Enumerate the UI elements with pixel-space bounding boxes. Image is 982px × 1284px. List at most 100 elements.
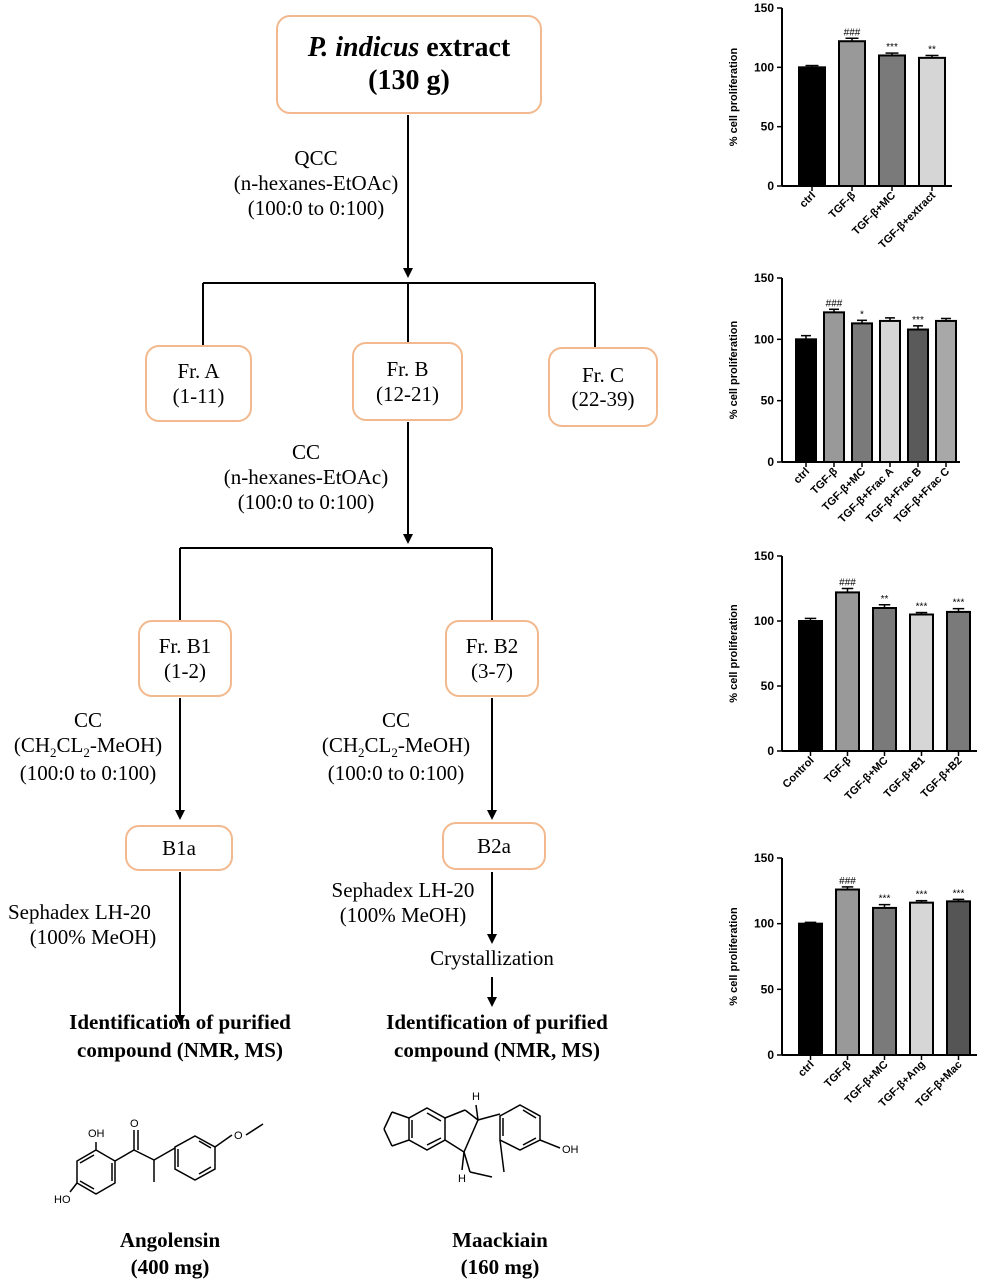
y-axis-label: % cell proliferation bbox=[728, 48, 740, 147]
bar bbox=[823, 311, 845, 464]
angolensin-caption: Angolensin (400 mg) bbox=[90, 1227, 250, 1282]
extract-amount: (130 g) bbox=[368, 64, 450, 96]
step3-right-solvent: (CH2CL2-MeOH) bbox=[321, 733, 471, 761]
angolensin-structure bbox=[69, 1123, 264, 1195]
y-tick-label: 50 bbox=[761, 394, 775, 408]
x-tick-label: TGF-β bbox=[822, 1058, 854, 1090]
crystallization-label: Crystallization bbox=[430, 946, 554, 970]
y-tick-label: 0 bbox=[767, 455, 774, 469]
y-tick-label: 50 bbox=[761, 982, 775, 996]
b2a-label: B2a bbox=[477, 833, 511, 858]
subfraction-b1-name: Fr. B1 bbox=[158, 634, 212, 659]
step2-method: CC bbox=[291, 440, 320, 464]
y-tick-label: 100 bbox=[754, 917, 774, 931]
bar bbox=[838, 40, 866, 187]
maackiain-caption: Maackiain (160 mg) bbox=[420, 1227, 580, 1282]
angolensin-o-label: O bbox=[130, 1118, 139, 1130]
x-tick-label: ctrl bbox=[796, 1059, 817, 1080]
step1-method: QCC bbox=[294, 146, 338, 170]
maackiain-h2-label: H bbox=[458, 1173, 466, 1185]
significance-label: * bbox=[860, 309, 864, 320]
y-axis-label: % cell proliferation bbox=[728, 321, 740, 420]
fraction-c-box: Fr. C (22-39) bbox=[548, 347, 658, 427]
significance-label: ** bbox=[881, 594, 889, 605]
b1a-box: B1a bbox=[125, 825, 233, 871]
step3-left-gradient: (100:0 to 0:100) bbox=[19, 760, 157, 785]
step2-gradient: (100:0 to 0:100) bbox=[237, 490, 375, 515]
b2a-box: B2a bbox=[442, 822, 546, 870]
fraction-b-box: Fr. B (12-21) bbox=[352, 342, 463, 421]
y-tick-label: 50 bbox=[761, 120, 775, 134]
identification-left: Identification of purified compound (NMR… bbox=[69, 1010, 291, 1063]
extract-name: P. indicus bbox=[307, 32, 420, 64]
bar bbox=[835, 888, 860, 1056]
bar bbox=[879, 319, 901, 463]
step3-right-gradient: (100:0 to 0:100) bbox=[327, 760, 465, 785]
significance-label: *** bbox=[886, 42, 898, 53]
fraction-c-range: (22-39) bbox=[571, 387, 635, 411]
y-tick-label: 100 bbox=[754, 614, 774, 628]
step4-left-method: Sephadex LH-20 bbox=[8, 900, 151, 924]
maackiain-h1-label: H bbox=[472, 1091, 480, 1103]
step3-left-label: CC (CH2CL2-MeOH) (100:0 to 0:100) bbox=[0, 708, 176, 786]
angolensin-name: Angolensin bbox=[119, 1228, 221, 1252]
x-tick-label: TGF-β bbox=[827, 189, 859, 221]
significance-label: *** bbox=[879, 894, 891, 905]
step1-solvent: (n-hexanes-EtOAc) bbox=[233, 171, 399, 196]
maackiain-amount: (160 mg) bbox=[460, 1255, 540, 1280]
y-tick-label: 0 bbox=[767, 1048, 774, 1062]
subfraction-b1-range: (1-2) bbox=[164, 658, 206, 683]
bar bbox=[872, 906, 897, 1057]
step3-left-method: CC bbox=[73, 708, 102, 732]
angolensin-ho-label: HO bbox=[54, 1194, 71, 1206]
bar bbox=[835, 591, 860, 753]
step4-left-solvent: (100% MeOH) bbox=[29, 925, 157, 950]
y-tick-label: 50 bbox=[761, 679, 775, 693]
significance-label: *** bbox=[953, 598, 965, 609]
subfraction-b1-box: Fr. B1 (1-2) bbox=[138, 620, 232, 697]
flowchart-connectors: OH HO O O OH H H bbox=[54, 115, 596, 1206]
significance-label: ### bbox=[844, 27, 861, 38]
subfraction-b2-box: Fr. B2 (3-7) bbox=[445, 620, 539, 697]
fraction-b-range: (12-21) bbox=[376, 381, 439, 406]
significance-label: ### bbox=[839, 578, 856, 589]
bar bbox=[851, 322, 873, 463]
step3-right-method: CC bbox=[381, 708, 410, 732]
step4-left-label: Sephadex LH-20 (100% MeOH) bbox=[8, 900, 178, 950]
bar bbox=[918, 56, 946, 188]
significance-label: *** bbox=[916, 890, 928, 901]
bar bbox=[795, 338, 817, 463]
step2-solvent: (n-hexanes-EtOAc) bbox=[223, 465, 389, 490]
bar bbox=[946, 900, 971, 1057]
bar bbox=[907, 328, 929, 463]
y-tick-label: 150 bbox=[754, 549, 774, 563]
bar bbox=[946, 610, 971, 753]
step4-right-label: Sephadex LH-20 (100% MeOH) bbox=[315, 878, 491, 928]
y-axis-label: % cell proliferation bbox=[728, 907, 740, 1006]
y-tick-label: 150 bbox=[754, 271, 774, 285]
y-tick-label: 100 bbox=[754, 60, 774, 74]
step3-left-solvent: (CH2CL2-MeOH) bbox=[13, 733, 163, 761]
bar bbox=[872, 607, 897, 752]
y-tick-label: 0 bbox=[767, 744, 774, 758]
x-tick-label: Control bbox=[780, 755, 816, 791]
extract-box: P. indicus extract (130 g) bbox=[276, 15, 542, 114]
y-axis-label: % cell proliferation bbox=[728, 604, 740, 703]
bar bbox=[878, 54, 906, 188]
x-tick-label: TGF-β bbox=[822, 754, 854, 786]
significance-label: ### bbox=[839, 876, 856, 887]
x-tick-label: ctrl bbox=[798, 190, 819, 211]
fraction-c-name: Fr. C bbox=[581, 362, 625, 387]
step2-label: CC (n-hexanes-EtOAc) (100:0 to 0:100) bbox=[190, 440, 422, 516]
y-tick-label: 100 bbox=[754, 332, 774, 346]
significance-label: *** bbox=[912, 315, 924, 326]
bar bbox=[798, 922, 823, 1056]
b1a-label: B1a bbox=[162, 835, 196, 860]
x-tick-label: ctrl bbox=[792, 466, 813, 487]
significance-label: ** bbox=[928, 44, 936, 55]
maackiain-oh-label: OH bbox=[562, 1144, 579, 1156]
